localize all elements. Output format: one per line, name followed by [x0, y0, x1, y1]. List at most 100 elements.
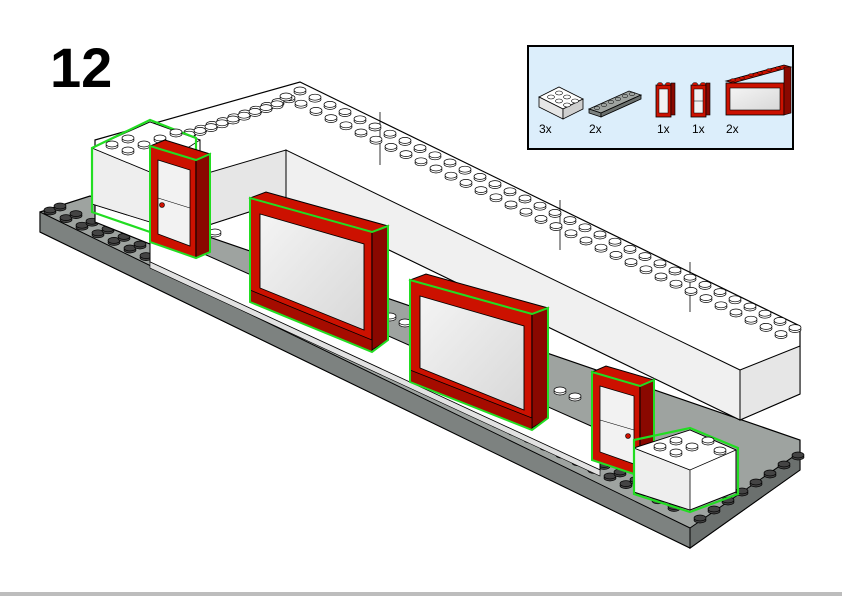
- page-bottom-rule: [0, 592, 842, 596]
- stud-top: [553, 386, 567, 394]
- stud-top: [668, 266, 682, 274]
- stud-top: [369, 135, 383, 143]
- stud-top: [568, 392, 582, 400]
- stud-top: [759, 323, 773, 330]
- stud-top: [639, 265, 653, 273]
- step-number: 12: [50, 36, 113, 99]
- stud-top: [713, 288, 727, 295]
- stud-top: [534, 215, 548, 222]
- red-door-right-icon: [690, 82, 711, 118]
- stud-top: [773, 317, 787, 324]
- stud-top: [713, 446, 727, 454]
- corner-brick-right: [632, 426, 740, 514]
- red-window-1x6-icon: [724, 64, 792, 116]
- stud-top: [458, 165, 472, 173]
- stud-top: [714, 301, 728, 309]
- stud-top: [701, 436, 715, 444]
- stud-top: [608, 237, 622, 245]
- window-left: [248, 191, 390, 354]
- stud-top: [669, 436, 683, 444]
- stud-top: [699, 294, 713, 301]
- stud-top: [533, 201, 547, 209]
- stud-top: [777, 460, 791, 468]
- stud-top: [609, 251, 623, 258]
- stud-top: [293, 86, 307, 94]
- stud-top: [105, 140, 119, 148]
- stud-top: [653, 259, 667, 267]
- stud-top: [564, 229, 578, 237]
- stud-top: [669, 448, 683, 456]
- stud-top: [788, 324, 802, 331]
- part-quantity: 1x: [692, 122, 705, 136]
- new-part-highlight: [632, 426, 740, 514]
- stud-top: [791, 451, 805, 459]
- stud-top: [549, 222, 563, 229]
- stud-top: [749, 478, 763, 486]
- stud-top: [428, 151, 442, 159]
- wall-studs: [171, 86, 802, 339]
- parts-list-callout: 3x 2x 1x 1x 2x: [527, 45, 794, 150]
- stud-top: [624, 258, 638, 265]
- stud-top: [758, 309, 772, 317]
- stud-top: [193, 127, 207, 134]
- stud-top: [270, 100, 284, 108]
- stud-top: [578, 223, 592, 231]
- part-quantity: 2x: [726, 122, 739, 136]
- stud-top: [698, 281, 712, 288]
- stud-top: [384, 143, 398, 150]
- stud-top: [259, 104, 273, 111]
- stud-top: [729, 308, 743, 316]
- stud-top: [169, 128, 183, 136]
- stud-top: [693, 514, 707, 522]
- stud-top: [518, 194, 532, 202]
- stud-top: [444, 171, 458, 179]
- part-quantity: 3x: [539, 122, 552, 136]
- stud-top: [685, 442, 699, 450]
- stud-top: [707, 505, 721, 513]
- stud-top: [653, 442, 667, 450]
- stud-top: [488, 180, 502, 187]
- stud-top: [473, 173, 487, 180]
- stud-top: [743, 302, 757, 310]
- stud-top: [398, 137, 412, 144]
- stud-top: [593, 230, 607, 238]
- stud-top: [324, 114, 338, 121]
- white-brick-2x4-icon: [538, 86, 584, 120]
- stud-top: [503, 187, 517, 195]
- stud-top: [684, 287, 698, 294]
- parts-list-illustration: [538, 64, 792, 120]
- stud-top: [309, 107, 323, 114]
- stud-top: [563, 216, 577, 223]
- stud-top: [338, 108, 352, 115]
- part-quantity: 2x: [589, 122, 602, 136]
- stud-top: [294, 99, 308, 107]
- stud-top: [623, 245, 637, 252]
- stud-top: [654, 272, 668, 280]
- stud-top: [744, 315, 758, 323]
- stud-top: [53, 202, 67, 210]
- stud-top: [489, 193, 503, 201]
- stud-top: [579, 236, 593, 244]
- stud-top: [383, 129, 397, 137]
- stud-top: [774, 330, 788, 337]
- part-quantity: 1x: [657, 122, 670, 136]
- stud-top: [474, 186, 488, 193]
- stud-top: [133, 240, 147, 248]
- stud-top: [368, 122, 382, 130]
- stud-top: [459, 179, 473, 186]
- stud-top: [683, 273, 697, 281]
- red-door-left-icon: [655, 82, 676, 118]
- stud-top: [413, 144, 427, 151]
- stud-top: [308, 93, 322, 101]
- stud-top: [153, 134, 167, 142]
- stud-top: [443, 158, 457, 166]
- stud-top: [638, 252, 652, 259]
- door-left: [148, 139, 212, 260]
- stud-top: [354, 128, 368, 136]
- stud-top: [763, 469, 777, 477]
- stud-top: [237, 111, 251, 119]
- stud-top: [669, 279, 683, 287]
- stud-top: [137, 140, 151, 148]
- gray-plate-1x6-icon: [587, 90, 643, 118]
- stud-top: [414, 157, 428, 165]
